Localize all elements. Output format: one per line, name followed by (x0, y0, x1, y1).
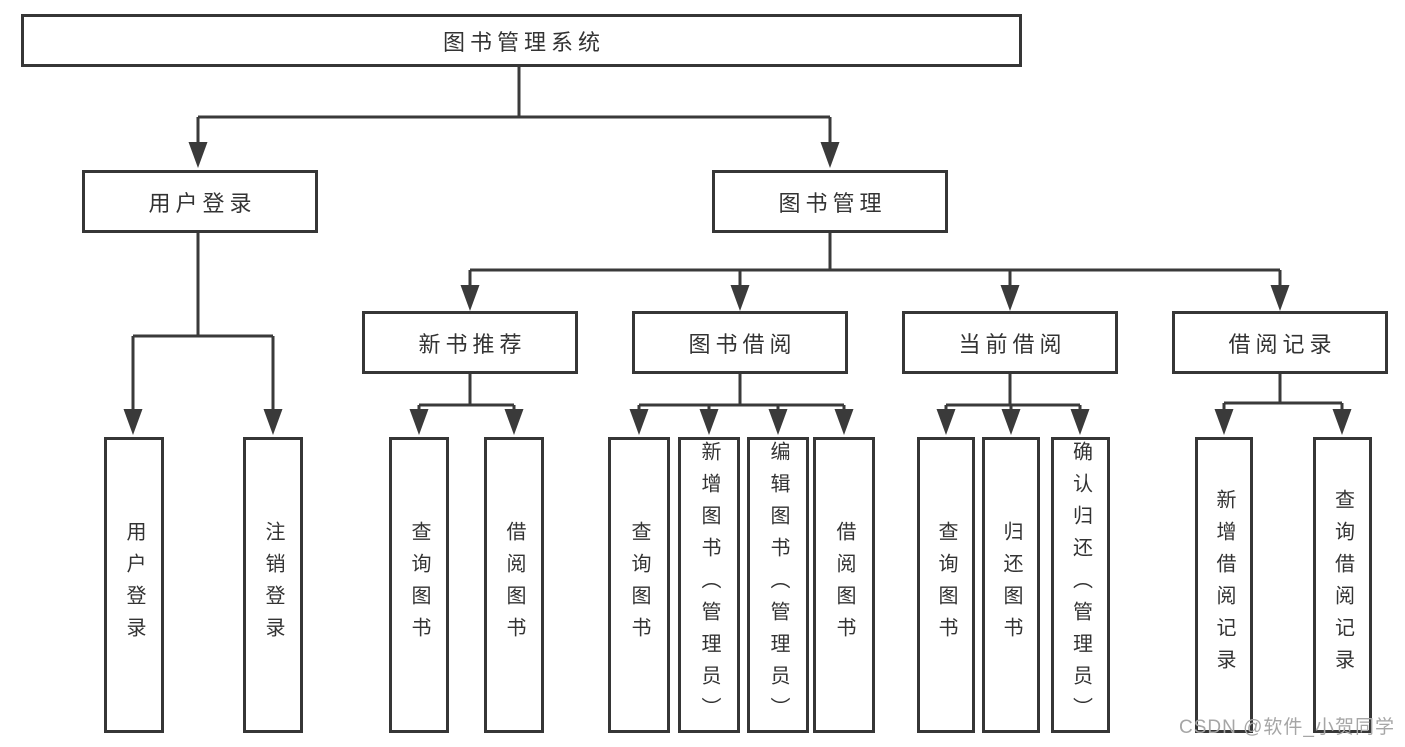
leaf-borrow-books-recommend: 借阅图书 (484, 437, 544, 733)
leaf-borrow-books-recommend-label: 借阅图书 (503, 521, 525, 649)
leaf-add-book-admin-label: 新增图书（管理员） (698, 441, 720, 729)
leaf-logout: 注销登录 (243, 437, 303, 733)
leaf-logout-label: 注销登录 (262, 521, 284, 649)
node-book-management: 图书管理 (712, 170, 948, 233)
watermark: CSDN @软件_小贺同学 (1179, 717, 1395, 738)
leaf-query-books-current: 查询图书 (917, 437, 975, 733)
leaf-query-borrow-record: 查询借阅记录 (1313, 437, 1372, 733)
leaf-confirm-return-admin: 确认归还（管理员） (1051, 437, 1110, 733)
leaf-add-borrow-record: 新增借阅记录 (1195, 437, 1253, 733)
node-book-borrowing: 图书借阅 (632, 311, 848, 374)
node-current-borrowing: 当前借阅 (902, 311, 1118, 374)
leaf-user-login: 用户登录 (104, 437, 164, 733)
node-borrowing-records-label: 借阅记录 (1228, 331, 1337, 357)
leaf-user-login-label: 用户登录 (123, 521, 145, 649)
leaf-add-book-admin: 新增图书（管理员） (678, 437, 740, 733)
leaf-return-book-label: 归还图书 (1000, 521, 1022, 649)
node-book-borrowing-label: 图书借阅 (688, 331, 797, 357)
node-new-book-recommend: 新书推荐 (362, 311, 578, 374)
node-user-login-branch-label: 用户登录 (148, 190, 257, 216)
node-root-label: 图书管理系统 (442, 29, 605, 55)
leaf-query-books-recommend: 查询图书 (389, 437, 449, 733)
leaf-edit-book-admin-label: 编辑图书（管理员） (767, 441, 789, 729)
leaf-confirm-return-admin-label: 确认归还（管理员） (1069, 441, 1092, 729)
leaf-return-book: 归还图书 (982, 437, 1040, 733)
leaf-query-books-borrow-label: 查询图书 (628, 521, 650, 649)
leaf-add-borrow-record-label: 新增借阅记录 (1213, 489, 1235, 681)
leaf-borrow-books-label: 借阅图书 (833, 521, 855, 649)
leaf-query-borrow-record-label: 查询借阅记录 (1331, 489, 1354, 681)
leaf-edit-book-admin: 编辑图书（管理员） (747, 437, 809, 733)
leaf-borrow-books: 借阅图书 (813, 437, 875, 733)
leaf-query-books-recommend-label: 查询图书 (408, 521, 430, 649)
node-new-book-recommend-label: 新书推荐 (418, 331, 527, 357)
leaf-query-books-borrow: 查询图书 (608, 437, 670, 733)
node-book-management-label: 图书管理 (778, 190, 887, 216)
node-root: 图书管理系统 (21, 14, 1022, 67)
node-current-borrowing-label: 当前借阅 (958, 331, 1067, 357)
leaf-query-books-current-label: 查询图书 (935, 521, 957, 649)
node-user-login-branch: 用户登录 (82, 170, 318, 233)
node-borrowing-records: 借阅记录 (1172, 311, 1388, 374)
